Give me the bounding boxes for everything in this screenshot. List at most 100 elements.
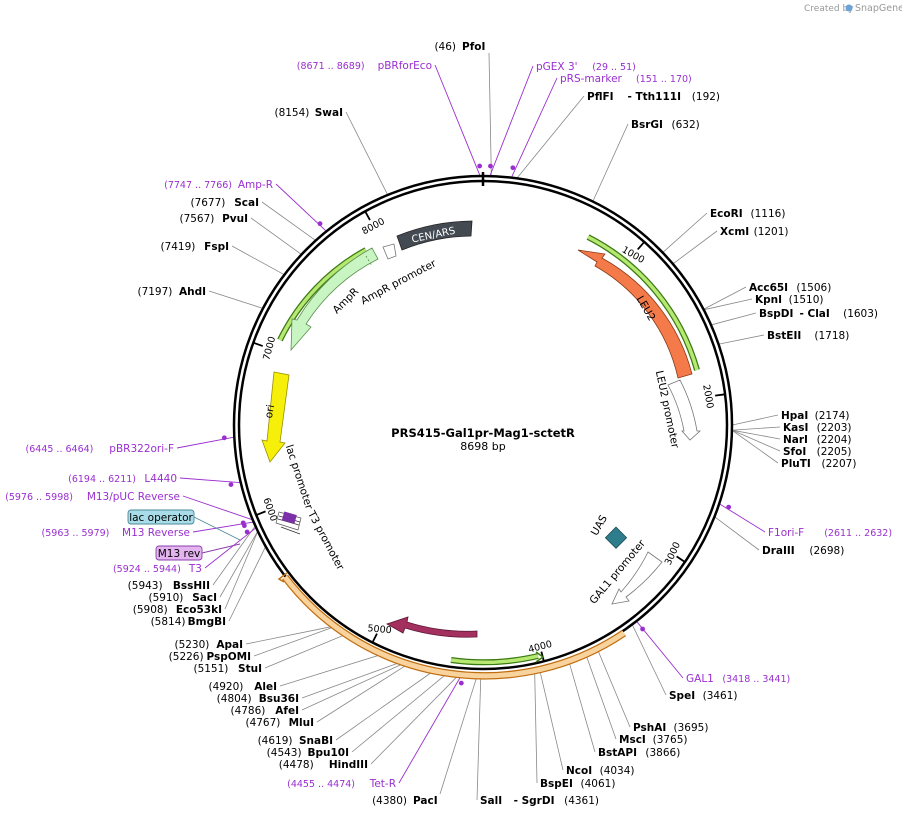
tick-mark [715, 393, 726, 397]
enzyme-position: (1603) [843, 308, 878, 320]
enzyme-leader-line [673, 230, 718, 264]
enzyme-site-pluti: PluTI(2207) [781, 458, 856, 470]
primer-name: GAL1 [686, 673, 714, 685]
enzyme-position: (4920) [208, 681, 243, 693]
primer-leader-line [398, 673, 463, 784]
primer-range: (5976 .. 5998) [5, 492, 73, 503]
enzyme-name: BssHII [173, 580, 210, 592]
enzyme-leader-line [228, 547, 266, 622]
primer-name: L4440 [144, 473, 177, 485]
primer-range: (151 .. 170) [636, 74, 692, 85]
enzyme-name: BstAPI [598, 747, 637, 759]
enzyme-position: (4380) [372, 795, 407, 807]
primer-name: Tet-R [369, 778, 396, 790]
tick-label: 6000 [260, 496, 279, 522]
primer-range: (29 .. 51) [592, 62, 636, 73]
feature-label-t3-promoter: T3 promoter [305, 508, 347, 573]
enzyme-name: KasI [783, 422, 808, 434]
enzyme-site-bspei: BspEI(4061) [540, 778, 615, 790]
enzyme-leader-line [663, 212, 708, 253]
enzyme-site-bsrgi: BsrGI(632) [631, 119, 700, 131]
plasmid-name: PRS415-Gal1pr-Mag1-sctetR [391, 426, 575, 440]
primer-name: M13 Reverse [122, 527, 190, 539]
enzyme-name: AhdI [179, 286, 206, 298]
enzyme-leader-line [316, 663, 409, 723]
enzyme-position: (1510) [789, 294, 824, 306]
enzyme-name-2: ClaI [808, 308, 830, 320]
enzyme-position: (2174) [815, 410, 850, 422]
primer-leader-line [275, 183, 327, 232]
primer-mark [640, 626, 645, 632]
enzyme-site-afei: AfeI(4786) [230, 705, 299, 717]
primer-name: pBRforEco [378, 60, 432, 72]
primer-mark [477, 163, 483, 169]
enzyme-name: HindIII [329, 759, 368, 771]
enzyme-site-stui: StuI (5151) [193, 663, 262, 675]
primer-range: (8671 .. 8689) [297, 61, 365, 72]
enzyme-position: (2205) [817, 446, 852, 458]
primer-name: pBR322ori-F [109, 443, 174, 455]
enzyme-separator: - [800, 308, 804, 320]
tick-mark [253, 341, 264, 347]
enzyme-position: (7677) [190, 197, 225, 209]
primer-leader-line [204, 527, 256, 569]
feature-tetr: TetR [386, 616, 478, 649]
primer-range: (4455 .. 4474) [287, 779, 355, 790]
enzyme-position: (7567) [179, 213, 214, 225]
enzyme-name: XcmI [720, 226, 749, 238]
enzyme-site-apai: ApaI (5230) [174, 639, 243, 651]
enzyme-leader-line [264, 633, 347, 669]
enzyme-leader-line [212, 526, 255, 586]
enzyme-site-snabi: SnaBI(4619) [258, 735, 333, 747]
enzyme-site-xcmi: XcmI (1201) [720, 226, 789, 238]
enzyme-site-bsshii: BssHII(5943) [128, 580, 210, 592]
plasmid-length: 8698 bp [460, 440, 505, 453]
enzyme-leader-line [719, 334, 765, 345]
enzyme-name: StuI [238, 663, 262, 675]
enzyme-name: BsrGI [631, 119, 663, 131]
tick-label: 8000 [360, 216, 387, 237]
enzyme-site-msci: MscI(3765) [619, 734, 688, 746]
enzyme-name: AfeI [275, 705, 299, 717]
feature-label-ori: ori [263, 404, 277, 420]
enzyme-name: NcoI [566, 765, 592, 777]
enzyme-name: SpeI [669, 690, 695, 702]
enzyme-name: MluI [289, 717, 314, 729]
enzyme-leader-line [732, 414, 779, 426]
enzyme-position: (5230) [174, 639, 209, 651]
enzyme-leader-line [732, 430, 781, 452]
lac-operator-box: lac operator [127, 509, 195, 525]
enzyme-separator: - [628, 91, 632, 103]
enzyme-site-sfoi: SfoI(2205) [783, 446, 852, 458]
primer-name: T3 [188, 563, 202, 575]
enzyme-site-sali: SalI-SgrDI(4361) [480, 795, 599, 807]
enzyme-name: Bpu10I [307, 747, 349, 759]
enzyme-name: ScaI [234, 197, 259, 209]
enzyme-position: (4478) [279, 759, 314, 771]
primer-mark [726, 504, 732, 510]
enzyme-name: Acc65I [749, 282, 788, 294]
m13-rev-box-leader [201, 543, 241, 554]
enzyme-name: SacI [192, 592, 217, 604]
enzyme-position: (3695) [674, 722, 709, 734]
enzyme-position: (5910) [148, 592, 183, 604]
enzyme-leader-line [245, 625, 335, 645]
promoter-cluster [275, 511, 302, 535]
primer-leader-line [636, 621, 684, 679]
enzyme-leader-line [568, 659, 596, 753]
enzyme-name: PluTI [781, 458, 811, 470]
primer-name: pGEX 3' [536, 61, 578, 73]
enzyme-site-bspdi: BspDI-ClaI(1603) [759, 308, 878, 320]
enzyme-position: (5151) [193, 663, 228, 675]
enzyme-name: ApaI [216, 639, 243, 651]
tick-mark [676, 555, 686, 563]
enzyme-position: (4619) [258, 735, 293, 747]
enzyme-site-kpni: KpnI(1510) [755, 294, 824, 306]
enzyme-name: BmgBI [188, 616, 226, 628]
feature-label-tetr: TetR [424, 636, 447, 649]
enzyme-position: (4361) [564, 795, 599, 807]
enzyme-leader-line [488, 52, 492, 176]
enzyme-leader-line [517, 95, 585, 178]
enzyme-position: (1201) [754, 226, 789, 238]
